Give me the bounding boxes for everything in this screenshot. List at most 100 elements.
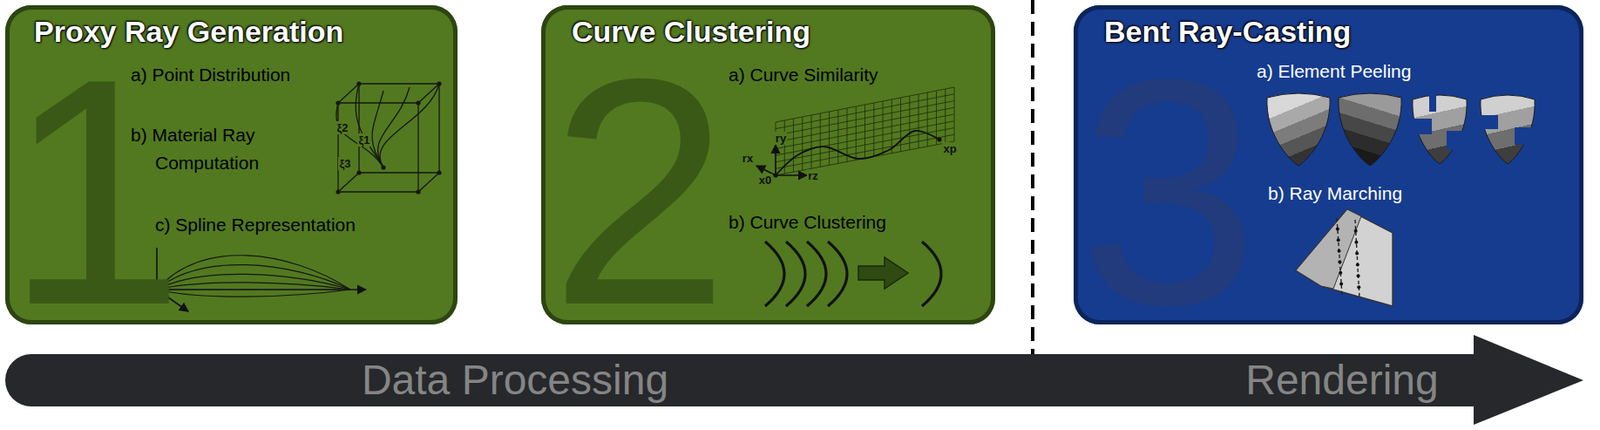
grid-line	[793, 118, 794, 172]
cube-edge	[337, 102, 339, 192]
sample-point	[335, 100, 340, 105]
timeline-arrow	[5, 334, 1584, 425]
cube-edge	[418, 83, 440, 103]
step-number: 1	[5, 62, 128, 321]
sample-point	[356, 81, 361, 86]
cube-edge	[359, 171, 440, 173]
sample-point	[1355, 251, 1359, 256]
element-face	[1295, 209, 1393, 306]
material-ray	[355, 83, 384, 168]
cluster-curve	[786, 241, 806, 306]
cluster-curve	[765, 241, 785, 306]
similarity-curve	[775, 130, 940, 176]
cube-edge	[338, 172, 360, 192]
element-face	[1295, 209, 1362, 289]
cube-edge	[338, 190, 419, 192]
grid-line	[900, 97, 902, 152]
grid-line	[927, 92, 929, 147]
axis-label: ξ2	[335, 121, 349, 135]
sample-point	[380, 164, 386, 170]
sub-step: b) Curve Clustering	[728, 208, 887, 237]
curve-end	[936, 136, 942, 142]
sample-point	[1337, 249, 1342, 253]
spline-curve	[156, 289, 351, 297]
axis-label: ξ1	[357, 133, 371, 147]
sample-point	[415, 189, 421, 194]
grid-line	[820, 113, 821, 167]
cube-edge	[417, 102, 419, 192]
grid-line	[775, 122, 777, 176]
cube-edge	[438, 83, 440, 173]
curve-end	[772, 172, 778, 177]
sample-point	[1355, 262, 1360, 266]
axis-label: rz	[806, 169, 820, 183]
material-ray	[378, 87, 410, 168]
peeled-gap	[1429, 94, 1437, 112]
grid-line	[847, 108, 848, 162]
grid-line	[954, 87, 956, 142]
sample-point	[1356, 284, 1361, 289]
grid-line	[891, 99, 893, 154]
axis-label: ry	[774, 131, 787, 145]
panel-heading: Proxy Ray Generation	[33, 13, 344, 50]
cluster-curve	[827, 241, 848, 306]
sample-point	[335, 189, 340, 194]
sample-point	[1356, 273, 1361, 278]
element-mesh	[1267, 93, 1330, 166]
cluster-curve	[922, 241, 942, 306]
element-mesh	[1480, 94, 1535, 164]
grid-line	[908, 95, 910, 150]
spline-curve	[156, 282, 351, 290]
axis	[156, 288, 367, 291]
sample-point	[356, 169, 361, 175]
sample-point	[1336, 237, 1341, 242]
sub-step: a) Curve Similarity	[728, 61, 879, 89]
axis-label: rx	[741, 151, 754, 165]
cluster-curve	[806, 241, 827, 306]
sample-point	[1354, 240, 1358, 245]
axis	[775, 174, 807, 177]
phase-label: Data Processing	[361, 354, 669, 406]
element-mesh	[1412, 94, 1467, 164]
grid-line	[828, 111, 830, 165]
grid-line	[837, 109, 839, 163]
sample-point	[436, 81, 441, 86]
phase-label: Rendering	[1245, 354, 1438, 406]
stage-panel: Curve Clustering 2a) Curve Similarity b) C…	[541, 5, 996, 325]
grid-line	[873, 102, 875, 157]
sample-point	[436, 169, 441, 175]
sub-step: a) Element Peeling	[1256, 57, 1411, 86]
grid-line	[855, 106, 857, 160]
material-ray	[379, 83, 440, 168]
divider-line	[1030, 0, 1035, 358]
grid-line	[882, 101, 884, 156]
sub-step: b) Ray Marching	[1267, 179, 1403, 208]
stage-panel: Proxy Ray Generation 1a) Point Distributi…	[5, 5, 458, 325]
grid-line	[864, 104, 866, 159]
sample-point	[1338, 271, 1343, 275]
peeled-gap	[1446, 130, 1468, 150]
grid-line	[918, 94, 920, 149]
axis-label: xp	[942, 142, 957, 156]
panel-heading: Curve Clustering	[571, 13, 811, 50]
axis-label: x0	[758, 173, 773, 187]
spline-curve	[156, 273, 351, 290]
grid-line	[811, 115, 813, 169]
sample-point	[1339, 281, 1343, 285]
element-mesh	[1338, 93, 1402, 166]
peeled-gap	[1412, 118, 1432, 135]
cube-edge	[338, 101, 419, 103]
cube-edge	[418, 172, 440, 192]
peeled-gap	[1514, 127, 1536, 145]
sample-point	[1337, 259, 1342, 264]
sub-step: b) Material Ray Computation	[130, 121, 304, 177]
step-number: 2	[549, 62, 725, 321]
cube-edge	[359, 82, 440, 84]
grid-line	[944, 88, 946, 143]
spline-curve	[156, 255, 351, 290]
peeled-gap	[1480, 115, 1499, 129]
spline-curve	[156, 264, 351, 290]
sub-step: a) Point Distribution	[130, 61, 291, 89]
grid-line	[935, 90, 937, 145]
